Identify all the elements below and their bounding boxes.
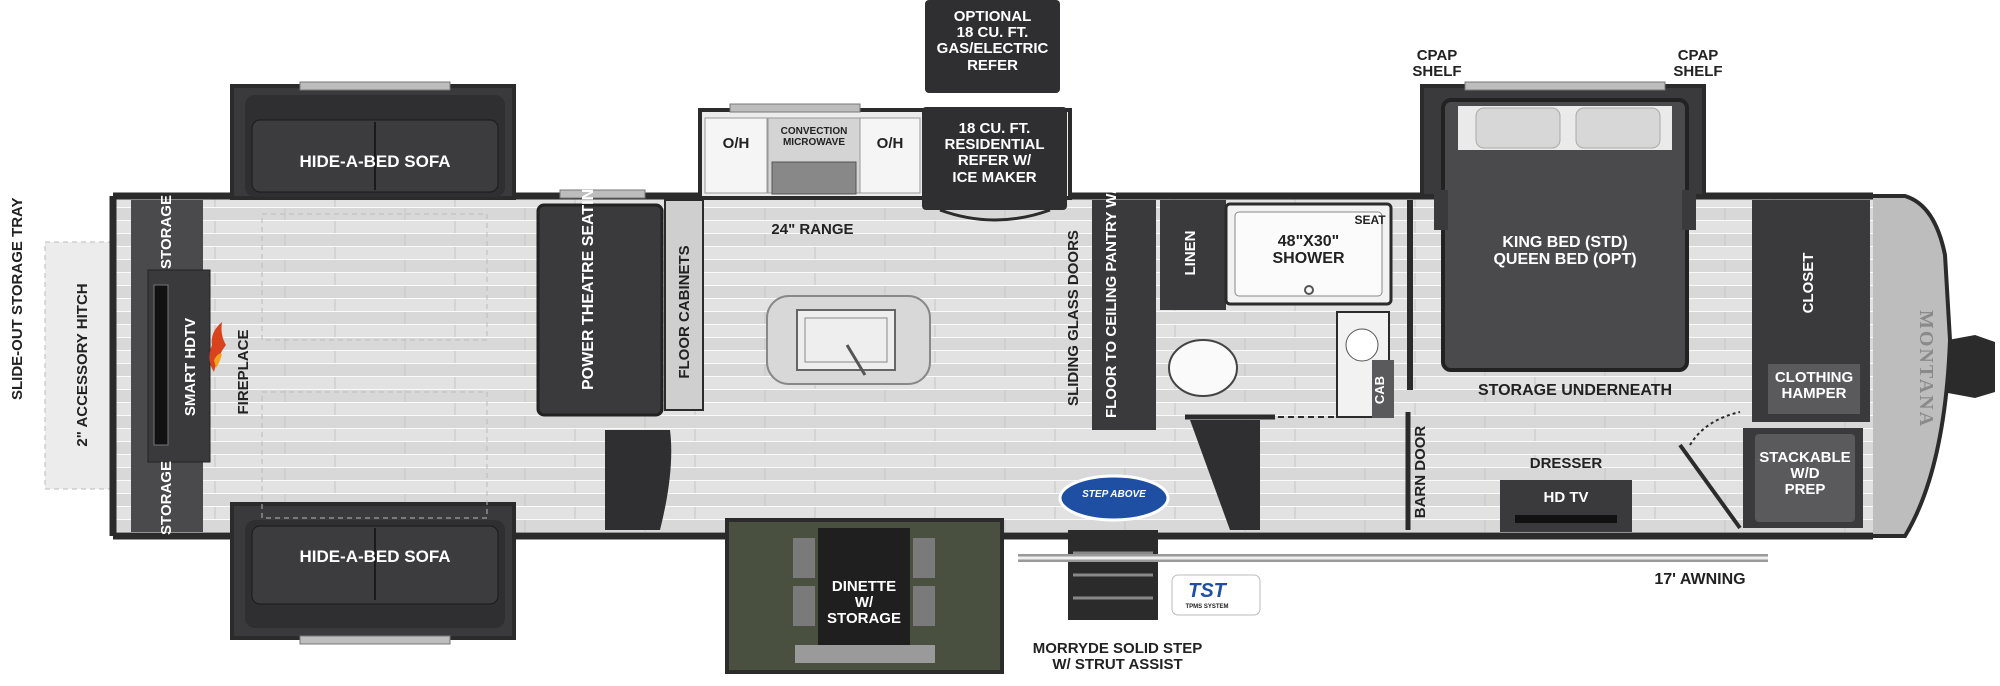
sofa-bottom-label: HIDE-A-BED SOFA	[299, 547, 451, 566]
front-cap	[1868, 194, 1953, 538]
oh-right-label: O/H	[876, 135, 904, 152]
pantry-label: FLOOR TO CEILING PANTRY W/ SHELVES	[1103, 116, 1120, 418]
dinette-label: DINETTE W/ STORAGE	[827, 578, 901, 628]
sofa-top-bed-outline	[261, 213, 488, 341]
optional-refer-label: OPTIONAL 18 CU. FT. GAS/ELECTRIC REFER	[936, 8, 1049, 74]
awning-label: 17' AWNING	[1654, 571, 1746, 588]
floor-cabinets-label: FLOOR CABINETS	[676, 245, 693, 379]
slide-out-storage-tray	[44, 241, 114, 490]
pillow-left	[1475, 107, 1561, 149]
theatre-seating	[536, 203, 664, 417]
island-sink	[796, 309, 896, 371]
barn-door-label: BARN DOOR	[1412, 425, 1429, 519]
microwave-label: CONVECTION MICROWAVE	[780, 126, 848, 148]
step-above-logo-text: STEP ABOVE	[1082, 489, 1146, 500]
seat-label: SEAT	[1354, 213, 1386, 227]
cpap-right-label: CPAP SHELF	[1673, 47, 1723, 81]
overhead-cabinet-left	[704, 117, 768, 194]
floor-cabinets	[664, 199, 704, 411]
hdtv-label: HD TV	[1543, 489, 1589, 506]
montana-brand-label: MONTANA	[1915, 309, 1937, 429]
linen-closet	[1160, 200, 1226, 310]
cab-label: CAB	[1372, 375, 1387, 405]
slide-out-tray-label: SLIDE-OUT STORAGE TRAY	[9, 197, 26, 400]
storage-top-label: STORAGE	[158, 195, 175, 269]
range-label: 24" RANGE	[771, 221, 854, 238]
pantry	[1092, 200, 1156, 430]
shower-label: 48"X30" SHOWER	[1272, 233, 1345, 268]
residential-refer-label: 18 CU. FT. RESIDENTIAL REFER W/ ICE MAKE…	[944, 120, 1045, 186]
linen-label: LINEN	[1182, 230, 1199, 276]
oh-left-label: O/H	[722, 135, 750, 152]
dresser-label: DRESSER	[1529, 455, 1603, 472]
clothing-hamper-label: CLOTHING HAMPER	[1774, 369, 1854, 403]
sliding-doors-label: SLIDING GLASS DOORS	[1065, 230, 1082, 406]
step-above-logo	[1058, 474, 1170, 522]
theatre-recliner	[605, 430, 672, 530]
residential-refer	[922, 107, 1067, 210]
morryde-step-label: MORRYDE SOLID STEP W/ STRUT ASSIST	[1032, 640, 1203, 674]
fireplace-flame	[209, 322, 226, 372]
tst-logo-subtext: TPMS SYSTEM	[1185, 604, 1229, 610]
cpap-left-label: CPAP SHELF	[1412, 47, 1462, 81]
accessory-hitch-label: 2" ACCESSORY HITCH	[74, 283, 91, 447]
sofa-top-label: HIDE-A-BED SOFA	[299, 152, 451, 171]
theatre-seating-label: POWER THEATRE SEATING	[580, 176, 597, 390]
bed	[1441, 98, 1689, 372]
dresser	[1500, 480, 1632, 532]
dinette-table	[818, 528, 910, 648]
closet-label: CLOSET	[1800, 252, 1817, 314]
bed-label: KING BED (STD) QUEEN BED (OPT)	[1493, 234, 1637, 269]
stackable-wd-label: STACKABLE W/D PREP	[1759, 449, 1851, 499]
king-pin	[1948, 335, 1995, 398]
toilet	[1168, 339, 1238, 397]
storage-bottom-label: STORAGE	[158, 461, 175, 535]
pillow-right	[1575, 107, 1661, 149]
optional-refer	[925, 0, 1060, 93]
storage-underneath-label: STORAGE UNDERNEATH	[1477, 382, 1673, 399]
fireplace-label: FIREPLACE	[235, 329, 252, 415]
sofa-bottom-bed-outline	[261, 391, 488, 519]
overhead-cabinet-right	[859, 117, 921, 194]
clothing-hamper	[1768, 364, 1860, 414]
tst-logo-badge	[1171, 574, 1261, 616]
smart-hdtv-label: SMART HDTV	[182, 317, 199, 417]
tst-logo-text: TST	[1188, 580, 1226, 602]
